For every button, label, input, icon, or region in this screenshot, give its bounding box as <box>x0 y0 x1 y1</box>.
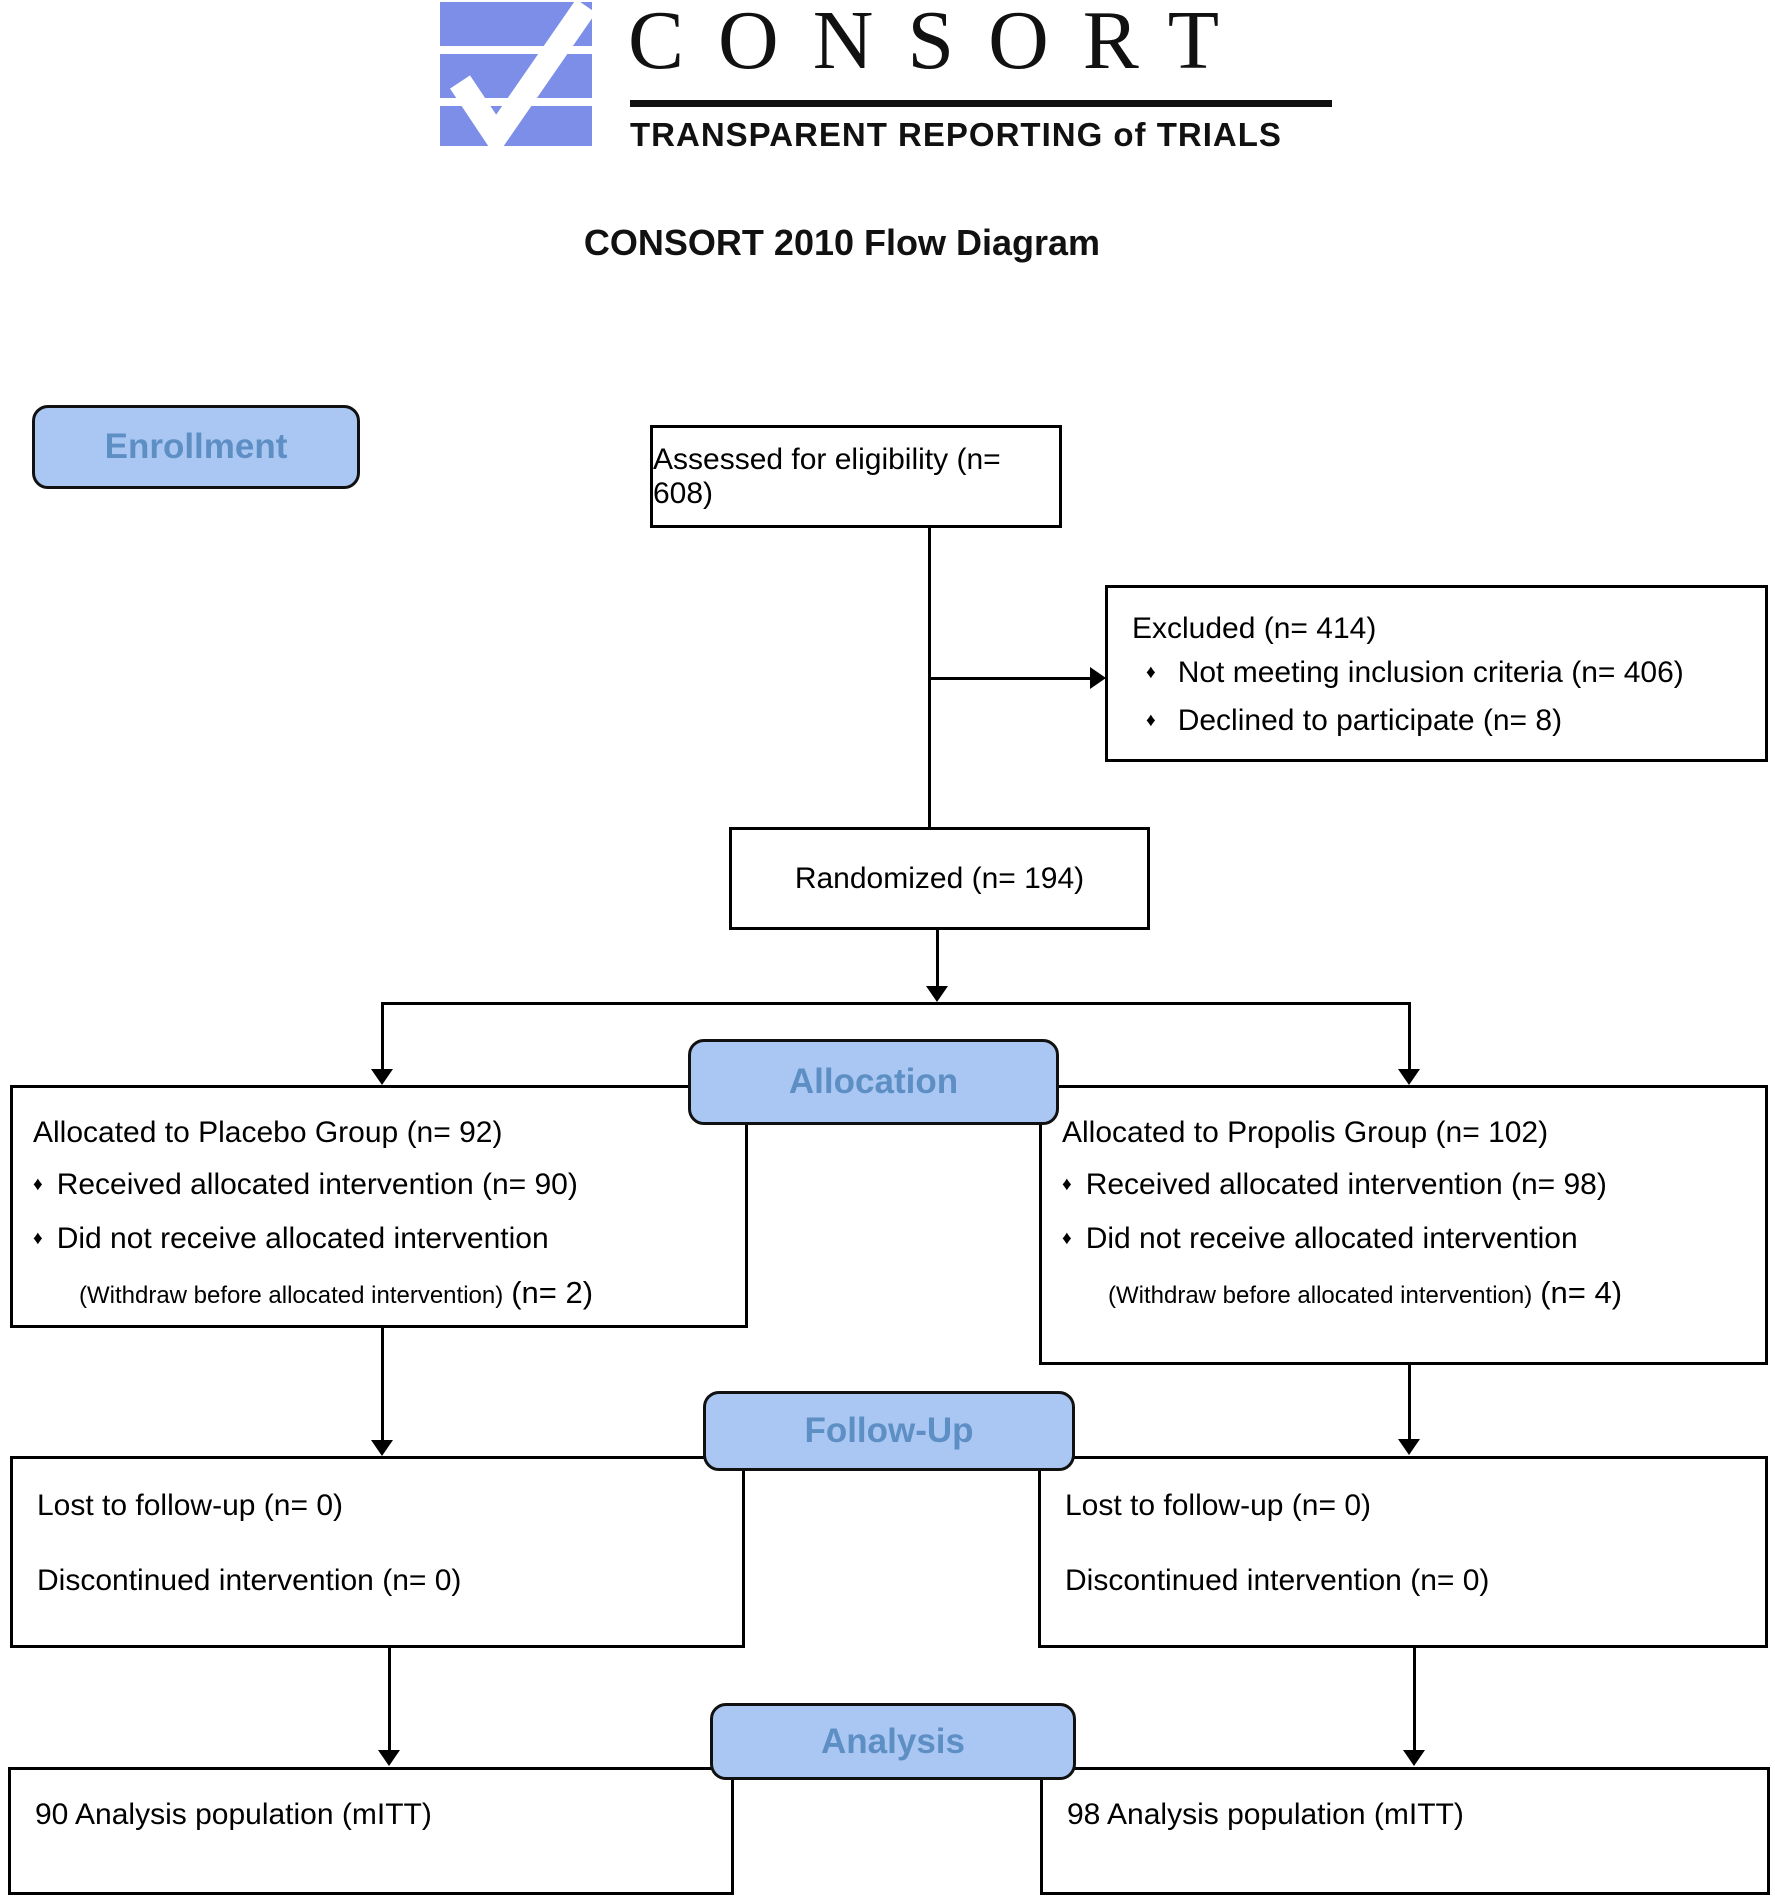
stage-label-allocation: Allocation <box>688 1039 1059 1125</box>
analysis-left-box: 90 Analysis population (mITT) <box>8 1767 734 1895</box>
followup-left-box: Lost to follow-up (n= 0) Discontinued in… <box>10 1456 745 1648</box>
brand-underline <box>630 100 1332 107</box>
excluded-bullet: ♦ Not meeting inclusion criteria (n= 406… <box>1146 656 1684 689</box>
analysis-left-label: 90 Analysis population (mITT) <box>35 1798 432 1831</box>
withdraw-n: (n= 2) <box>511 1275 594 1310</box>
brand-wordmark: CONSORT <box>628 0 1254 87</box>
arrowhead-analysis-right <box>1403 1750 1425 1766</box>
assessed-box: Assessed for eligibility (n= 608) <box>650 425 1062 528</box>
connector-randomized-branch <box>936 930 939 987</box>
analysis-right-box: 98 Analysis population (mITT) <box>1040 1767 1770 1895</box>
alloc-right-withdraw-line: (Withdraw before allocated intervention)… <box>1108 1276 1622 1313</box>
excluded-box: Excluded (n= 414) ♦ Not meeting inclusio… <box>1105 585 1768 762</box>
arrowhead-alloc-right <box>1398 1069 1420 1085</box>
stage-label-analysis: Analysis <box>710 1703 1076 1780</box>
branch-line <box>381 1002 1411 1005</box>
diamond-bullet-icon: ♦ <box>33 1174 43 1195</box>
connector-alloc-followup-right <box>1408 1365 1411 1441</box>
alloc-right-title: Allocated to Propolis Group (n= 102) <box>1062 1116 1549 1149</box>
arrowhead-analysis-left <box>378 1750 400 1766</box>
brand-tagline: TRANSPARENT REPORTING of TRIALS <box>630 116 1282 153</box>
followup-left-line: Discontinued intervention (n= 0) <box>37 1564 462 1597</box>
allocation-propolis-box: Allocated to Propolis Group (n= 102) ♦ R… <box>1039 1085 1768 1365</box>
alloc-left-withdraw-line: (Withdraw before allocated intervention)… <box>79 1276 593 1313</box>
followup-left-line: Lost to follow-up (n= 0) <box>37 1489 343 1522</box>
alloc-right-bullet: ♦ Received allocated intervention (n= 98… <box>1062 1168 1607 1201</box>
analysis-right-label: 98 Analysis population (mITT) <box>1067 1798 1464 1831</box>
excluded-title: Excluded (n= 414) <box>1132 612 1377 645</box>
assessed-label: Assessed for eligibility (n= 608) <box>653 442 1001 510</box>
diamond-bullet-icon: ♦ <box>1146 662 1156 683</box>
diamond-bullet-icon: ♦ <box>33 1228 43 1249</box>
diamond-bullet-icon: ♦ <box>1062 1228 1072 1249</box>
arrowhead-excluded <box>1090 667 1106 689</box>
withdraw-note: (Withdraw before allocated intervention) <box>79 1282 504 1309</box>
connector-followup-analysis-right <box>1413 1648 1416 1750</box>
connector-followup-analysis-left <box>388 1647 391 1750</box>
alloc-left-title: Allocated to Placebo Group (n= 92) <box>33 1116 503 1149</box>
alloc-left-bullet: ♦ Did not receive allocated intervention <box>33 1222 549 1255</box>
excluded-bullet: ♦ Declined to participate (n= 8) <box>1146 704 1563 737</box>
arrowhead-alloc-left <box>371 1069 393 1085</box>
page-title: CONSORT 2010 Flow Diagram <box>583 222 1101 263</box>
connector-to-excluded <box>928 677 1090 680</box>
arrowhead-branch <box>926 986 948 1002</box>
alloc-left-bullet: ♦ Received allocated intervention (n= 90… <box>33 1168 578 1201</box>
allocation-placebo-box: Allocated to Placebo Group (n= 92) ♦ Rec… <box>10 1085 748 1328</box>
followup-right-box: Lost to follow-up (n= 0) Discontinued in… <box>1038 1456 1768 1648</box>
arrowhead-followup-right <box>1398 1439 1420 1455</box>
stage-label-followup: Follow-Up <box>703 1391 1075 1471</box>
randomized-box: Randomized (n= 194) <box>729 827 1150 930</box>
diamond-bullet-icon: ♦ <box>1062 1174 1072 1195</box>
connector-alloc-followup-left <box>381 1328 384 1441</box>
withdraw-n: (n= 4) <box>1540 1275 1623 1310</box>
diamond-bullet-icon: ♦ <box>1146 710 1156 731</box>
followup-right-line: Lost to follow-up (n= 0) <box>1065 1489 1371 1522</box>
arrowhead-followup-left <box>371 1440 393 1456</box>
withdraw-note: (Withdraw before allocated intervention) <box>1108 1282 1533 1309</box>
followup-right-line: Discontinued intervention (n= 0) <box>1065 1564 1490 1597</box>
consort-checkmark-logo-icon <box>440 0 596 158</box>
stage-label-enrollment: Enrollment <box>32 405 360 489</box>
connector-branch-left <box>381 1002 384 1070</box>
alloc-right-bullet: ♦ Did not receive allocated intervention <box>1062 1222 1578 1255</box>
connector-branch-right <box>1408 1002 1411 1070</box>
randomized-label: Randomized (n= 194) <box>794 861 1085 895</box>
